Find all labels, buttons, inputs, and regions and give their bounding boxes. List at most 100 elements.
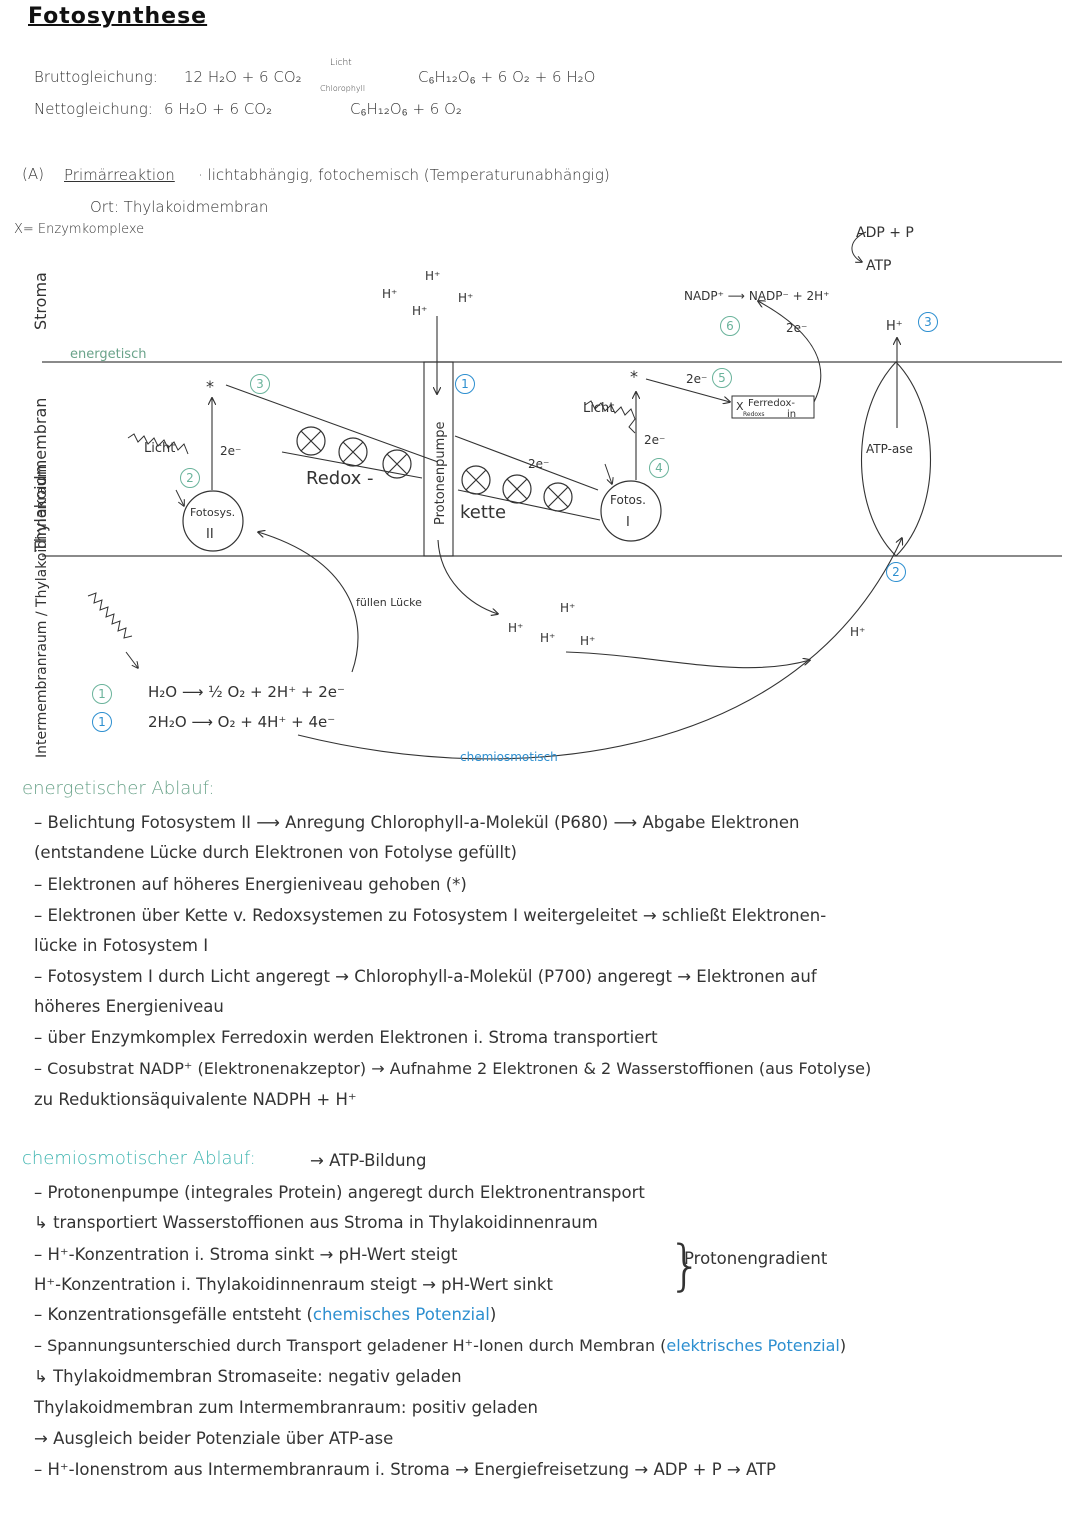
region-membrane-label: Thylakoidmembran <box>31 398 50 553</box>
marker-3-fs2: 3 <box>250 374 270 394</box>
brutto-left: 12 H₂O + 6 CO₂ <box>184 68 302 86</box>
chemiosmotisch-line-10: – H⁺-Ionenstrom aus Intermembranraum i. … <box>34 1460 777 1479</box>
energetisch-line-7: höheres Energieniveau <box>34 997 224 1016</box>
adp-p-label: ADP + P <box>856 225 914 241</box>
marker-5-ferredoxin: 5 <box>712 368 732 388</box>
ferredoxin-arrow <box>645 378 730 402</box>
region-stroma-label: Stroma <box>31 272 50 330</box>
fotosystem-1 <box>600 480 662 542</box>
chemiosmotisch-heading: chemiosmotischer Ablauf: <box>22 1148 256 1169</box>
section-a-prefix: (A) <box>22 165 44 183</box>
brutto-arrow-bottom: Chlorophyll <box>320 84 366 93</box>
chemiosmotisch-line-2: ↳ transportiert Wasserstoffionen aus Str… <box>34 1213 598 1232</box>
chemiosmotic-arrow <box>297 538 902 760</box>
chemiosmotisch-line-4: H⁺-Konzentration i. Thylakoidinnenraum s… <box>34 1275 553 1294</box>
section-a-ort: Ort: Thylakoidmembran <box>90 198 269 216</box>
atp-label: ATP <box>866 258 891 274</box>
marker-2-fs2: 2 <box>180 468 200 488</box>
line6-a: – Spannungsunterschied durch Transport g… <box>34 1336 667 1355</box>
redox-line-bottom <box>281 451 423 479</box>
energetisch-line-2: (entstandene Lücke durch Elektronen von … <box>34 843 517 862</box>
stroma-h-2: H⁺ <box>425 269 440 283</box>
chemiosmotisch-line-9: → Ausgleich beider Potenziale über ATP-a… <box>34 1429 394 1448</box>
inner-h-4: H⁺ <box>580 634 595 648</box>
nadp-2e-label: 2e⁻ <box>786 321 807 335</box>
protonenpumpe-label: Protonenpumpe <box>433 421 448 525</box>
fotosystem-2-label-a: Fotosys. <box>190 506 235 519</box>
ferredoxin-label-b: in <box>787 409 796 420</box>
stroma-h-1: H⁺ <box>382 287 397 301</box>
chemiosmotisch-line-5: – Konzentrationsgefälle entsteht (chemis… <box>34 1300 496 1330</box>
chemiosmotisch-line-3: – H⁺-Konzentration i. Stroma sinkt → pH-… <box>34 1245 458 1264</box>
chemiosmotisch-label: chemiosmotisch <box>460 750 558 764</box>
netto-right: C₆H₁₂O₆ + 6 O₂ <box>350 100 462 118</box>
fotosystem-2 <box>182 490 244 552</box>
fotosystem-2-label-b: II <box>206 527 214 542</box>
chemiosmotisch-line-7: ↳ Thylakoidmembran Stromaseite: negativ … <box>34 1367 462 1386</box>
nadp-reaction: NADP⁺ ⟶ NADP⁻ + 2H⁺ <box>684 289 830 303</box>
chemiosmotisch-heading-suffix: → ATP-Bildung <box>310 1151 427 1170</box>
stroma-h-3: H⁺ <box>412 304 427 318</box>
energetisch-line-10: zu Reduktionsäquivalente NADPH + H⁺ <box>34 1090 357 1109</box>
gradient-brace: } <box>668 1234 703 1297</box>
fs1-star: * <box>630 367 638 386</box>
water-eq-1: H₂O ⟶ ½ O₂ + 2H⁺ + 2e⁻ <box>148 683 345 701</box>
fotosystem-1-label-b: I <box>626 515 630 530</box>
ferredoxin-box <box>731 395 815 419</box>
gradient-label: Protonengradient <box>684 1249 828 1268</box>
ferredoxin-x: X <box>736 400 744 413</box>
redox-label-b: kette <box>460 502 506 523</box>
ferredoxin-2e-label: 2e⁻ <box>686 372 707 386</box>
line5-b: chemisches Potenzial <box>312 1305 490 1324</box>
fotosystem-1-label-a: Fotos. <box>610 493 646 507</box>
brutto-right: C₆H₁₂O₆ + 6 O₂ + 6 H₂O <box>418 68 596 86</box>
section-a-name: Primärreaktion <box>64 166 175 184</box>
inner-h-3: H⁺ <box>540 631 555 645</box>
fs1-licht-label: Licht <box>583 401 614 416</box>
energetisch-line-5: lücke in Fotosystem I <box>34 936 209 955</box>
energetisch-line-3: – Elektronen auf höheres Energieniveau g… <box>34 875 467 894</box>
line5-c: ) <box>489 1305 497 1324</box>
chemiosmotisch-line-8: Thylakoidmembran zum Intermembranraum: p… <box>34 1398 538 1417</box>
ferredoxin-tiny: Redoxs <box>743 411 765 418</box>
adp-to-atp-arrow <box>851 231 867 262</box>
netto-label: Nettogleichung: <box>34 100 153 118</box>
marker-4-fs1: 4 <box>649 458 669 478</box>
redox-label-a: Redox - <box>306 468 374 489</box>
inner-light-arrow <box>125 651 138 668</box>
electron-refill-arrow <box>258 532 359 673</box>
energetisch-line-1: – Belichtung Fotosystem II ⟶ Anregung Ch… <box>34 813 800 832</box>
pump-h-arrow-out <box>437 539 498 614</box>
stroma-h-4: H⁺ <box>458 291 473 305</box>
fs1-2e-label: 2e⁻ <box>644 433 665 447</box>
page-title: Fotosynthese <box>28 4 208 29</box>
fs2-star: * <box>206 377 214 396</box>
fs1-light-wave <box>584 400 636 434</box>
fs2-light-arrow <box>175 489 184 506</box>
energetisch-heading: energetischer Ablauf: <box>22 778 215 799</box>
protonenpumpe <box>423 361 454 557</box>
atpase-shape <box>860 361 932 557</box>
brutto-label: Bruttogleichung: <box>34 68 158 86</box>
marker-3-atpase: 3 <box>918 312 938 332</box>
fs2-light-wave <box>127 433 189 455</box>
marker-1-pump: 1 <box>455 374 475 394</box>
netto-left: 6 H₂O + 6 CO₂ <box>164 100 273 118</box>
inner-h-1: H⁺ <box>508 621 523 635</box>
redox-carriers <box>296 426 573 512</box>
energetisch-line-9: – Cosubstrat NADP⁺ (Elektronenakzeptor) … <box>34 1059 872 1078</box>
chemiosmotisch-line-6: – Spannungsunterschied durch Transport g… <box>34 1331 846 1361</box>
marker-1-water-b: 1 <box>92 712 112 732</box>
line6-b: elektrisches Potenzial <box>666 1336 840 1355</box>
chemiosmotisch-line-1: – Protonenpumpe (integrales Protein) ang… <box>34 1183 645 1202</box>
line6-c: ) <box>839 1336 847 1355</box>
atpase-h-stroma: H⁺ <box>886 319 903 334</box>
marker-2-atpase: 2 <box>886 562 906 582</box>
inner-h-5: H⁺ <box>850 625 865 639</box>
redox-line-bottom-2 <box>457 489 601 521</box>
inner-h-to-atpase-arrow <box>565 651 810 669</box>
fs2-licht-label: Licht <box>144 441 175 456</box>
water-eq-2: 2H₂O ⟶ O₂ + 4H⁺ + 4e⁻ <box>148 713 335 731</box>
inner-light-wave <box>87 592 133 639</box>
section-a-desc: · lichtabhängig, fotochemisch (Temperatu… <box>198 166 610 184</box>
